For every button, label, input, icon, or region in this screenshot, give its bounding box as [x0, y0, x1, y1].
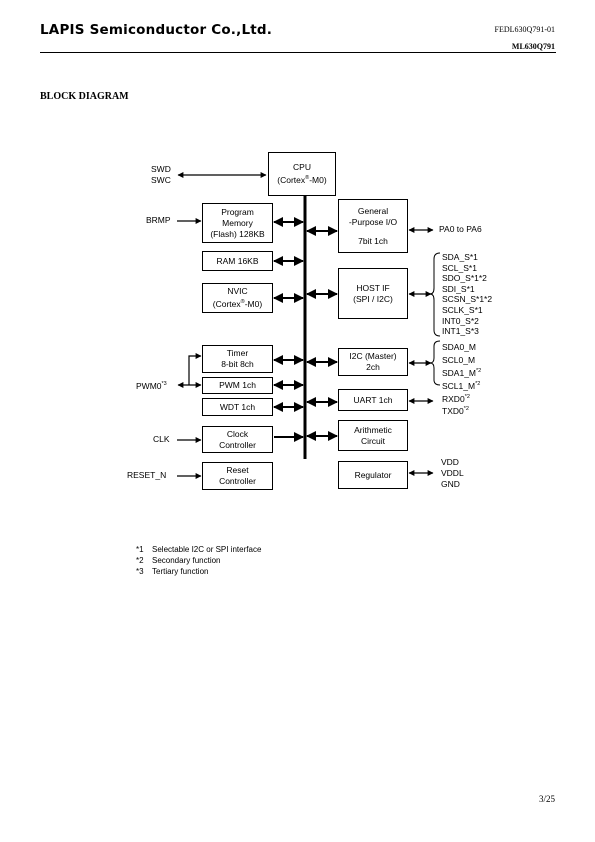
signal-pwm0: PWM0*3 [136, 380, 167, 391]
host-if-signals: SDA_S*1 SCL_S*1 SDO_S*1*2 SDI_S*1 SCSN_S… [442, 252, 493, 337]
signal-swd: SWD [151, 164, 171, 174]
company-logo: LAPIS Semiconductor Co.,Ltd. [40, 22, 273, 38]
header-rule [40, 52, 556, 53]
regulator-block: Regulator [338, 461, 408, 489]
uart-signals: RXD0*2 TXD0*2 [442, 393, 470, 417]
cpu-core-label: (Cortex®-M0) [277, 174, 327, 185]
clock-controller-block: Clock Controller [202, 426, 273, 453]
signal-pa0-pa6: PA0 to PA6 [439, 224, 482, 234]
signal-clk: CLK [153, 434, 170, 444]
i2c-master-block: I2C (Master) 2ch [338, 348, 408, 376]
wdt-block: WDT 1ch [202, 398, 273, 416]
page-number: 3/25 [538, 794, 555, 804]
signal-swc: SWC [151, 175, 171, 185]
power-signals: VDD VDDL GND [441, 457, 464, 489]
nvic-block: NVIC (Cortex®-M0) [202, 283, 273, 313]
ram-block: RAM 16KB [202, 251, 273, 271]
gpio-block: General -Purpose I/O 7bit 1ch [338, 199, 408, 253]
section-title: BLOCK DIAGRAM [40, 91, 129, 102]
timer-block: Timer 8-bit 8ch [202, 345, 273, 373]
part-number: ML630Q791 [511, 42, 555, 51]
i2c-signals: SDA0_M SCL0_M SDA1_M*2 SCL1_M*2 [442, 341, 482, 391]
program-memory-block: Program Memory (Flash) 128KB [202, 203, 273, 243]
cpu-title: CPU [293, 162, 311, 173]
signal-brmp: BRMP [146, 215, 171, 225]
pwm-block: PWM 1ch [202, 377, 273, 394]
host-if-block: HOST IF (SPI / I2C) [338, 268, 408, 319]
reset-controller-block: Reset Controller [202, 462, 273, 490]
arithmetic-circuit-block: Arithmetic Circuit [338, 420, 408, 451]
uart-block: UART 1ch [338, 389, 408, 411]
cpu-block: CPU (Cortex®-M0) [268, 152, 336, 196]
signal-reset-n: RESET_N [127, 470, 167, 480]
document-id: FEDL630Q791-01 [494, 25, 555, 34]
